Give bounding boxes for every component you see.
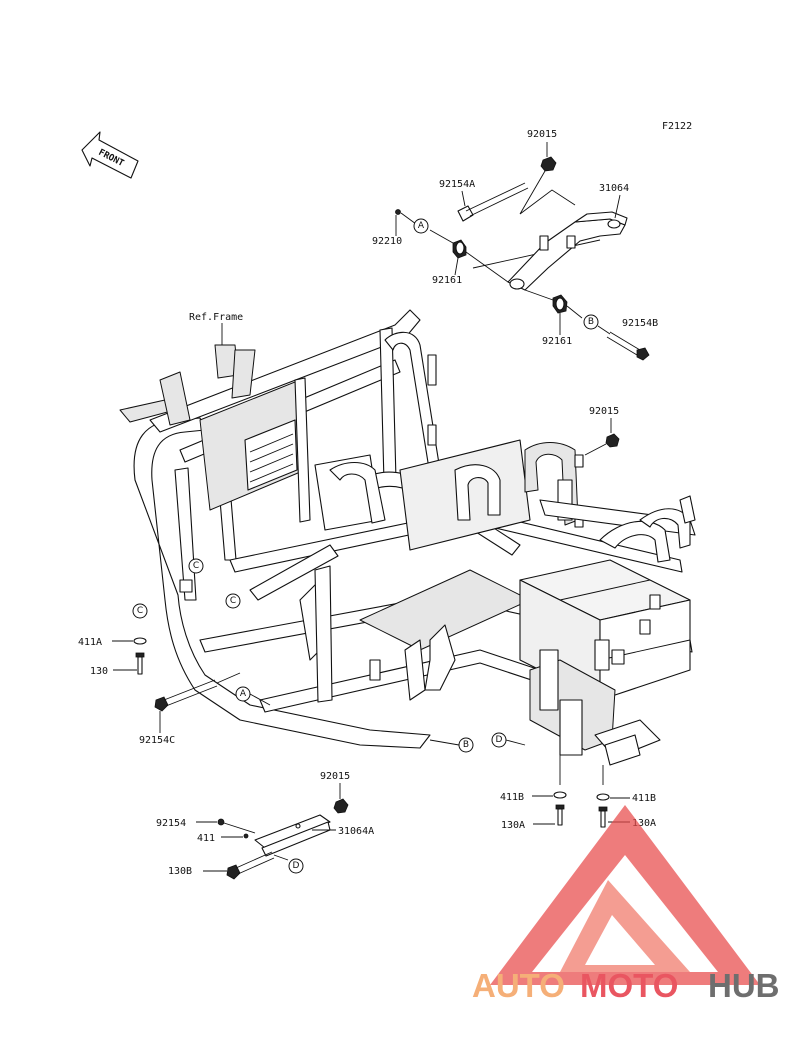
bolt-92154a-icon	[457, 182, 529, 222]
bolt-92154c-icon	[154, 679, 218, 712]
bolt-92154-icon	[217, 818, 225, 826]
bolt-130-icon	[135, 652, 145, 675]
svg-text:D: D	[496, 735, 503, 745]
bolt-130b-icon	[226, 851, 275, 880]
nut-icon	[540, 156, 557, 172]
svg-text:D: D	[293, 861, 300, 871]
label-130b: 130B	[168, 866, 192, 877]
label-92154b: 92154B	[622, 318, 658, 329]
label-92015-bottom: 92015	[320, 771, 350, 782]
bolt-130a-right-icon	[598, 806, 608, 828]
nut-mid-icon	[605, 433, 620, 448]
callout-a-frame: A	[235, 686, 271, 706]
label-92015-mid: 92015	[589, 406, 619, 417]
svg-text:B: B	[588, 317, 594, 327]
svg-text:A: A	[240, 689, 247, 699]
automotohub-watermark-logo: AUTO MOTO HUB	[472, 805, 780, 1004]
label-130: 130	[90, 666, 108, 677]
svg-text:C: C	[193, 561, 199, 571]
label-92154c: 92154C	[139, 735, 175, 746]
callout-d-bottom: D	[288, 858, 304, 874]
label-92210: 92210	[372, 236, 402, 247]
left-hardware-stack	[133, 637, 241, 712]
washer-411-icon	[243, 833, 249, 839]
bushing-upper-icon	[452, 239, 467, 259]
label-92161-lower: 92161	[542, 336, 572, 347]
label-130a-right: 130A	[632, 818, 656, 829]
bolt-130a-left-icon	[555, 804, 565, 826]
svg-text:C: C	[230, 596, 236, 606]
label-411: 411	[197, 833, 215, 844]
watermark-text-hub: HUB	[708, 967, 780, 1004]
right-hardware-stack	[532, 755, 630, 828]
watermark-text-auto: AUTO	[472, 967, 565, 1004]
washer-411b-right-icon	[596, 793, 610, 801]
label-92015-top: 92015	[527, 129, 557, 140]
svg-text:B: B	[463, 740, 469, 750]
upper-bracket-assembly	[395, 156, 650, 361]
label-92154: 92154	[156, 818, 186, 829]
callout-d-frame: D	[491, 732, 526, 748]
label-411a: 411A	[78, 637, 102, 648]
label-411b-right: 411B	[632, 793, 656, 804]
label-92154a: 92154A	[439, 179, 475, 190]
nut-bottom-icon	[333, 798, 349, 814]
callout-b-top: B	[583, 314, 599, 330]
callout-c-stack: C	[132, 603, 148, 619]
callout-c-left2: C	[225, 593, 241, 609]
washer-92210-icon	[395, 209, 401, 215]
callout-b-frame: B	[429, 737, 474, 753]
callout-a-top: A	[413, 218, 429, 234]
bracket-31064a-icon	[254, 814, 331, 857]
ref-frame-label: Ref.Frame	[189, 312, 243, 323]
main-frame-illustration	[119, 309, 696, 766]
label-411b-left: 411B	[500, 792, 524, 803]
bottom-bracket-assembly	[217, 798, 349, 880]
bracket-31064-icon	[507, 211, 628, 291]
svg-text:A: A	[418, 221, 425, 231]
bushing-lower-icon	[552, 294, 568, 314]
label-31064a: 31064A	[338, 826, 374, 837]
figure-code: F2122	[662, 121, 692, 132]
callout-c-left1: C	[188, 558, 204, 574]
bolt-92154b-icon	[606, 331, 650, 361]
washer-411b-left-icon	[553, 791, 567, 799]
svg-text:C: C	[137, 606, 143, 616]
washer-411a-icon	[133, 637, 147, 645]
label-130a-left: 130A	[501, 820, 525, 831]
watermark-text-moto: MOTO	[580, 967, 678, 1004]
label-31064: 31064	[599, 183, 629, 194]
label-92161-upper: 92161	[432, 275, 462, 286]
front-arrow-icon: FRONT	[81, 131, 139, 179]
